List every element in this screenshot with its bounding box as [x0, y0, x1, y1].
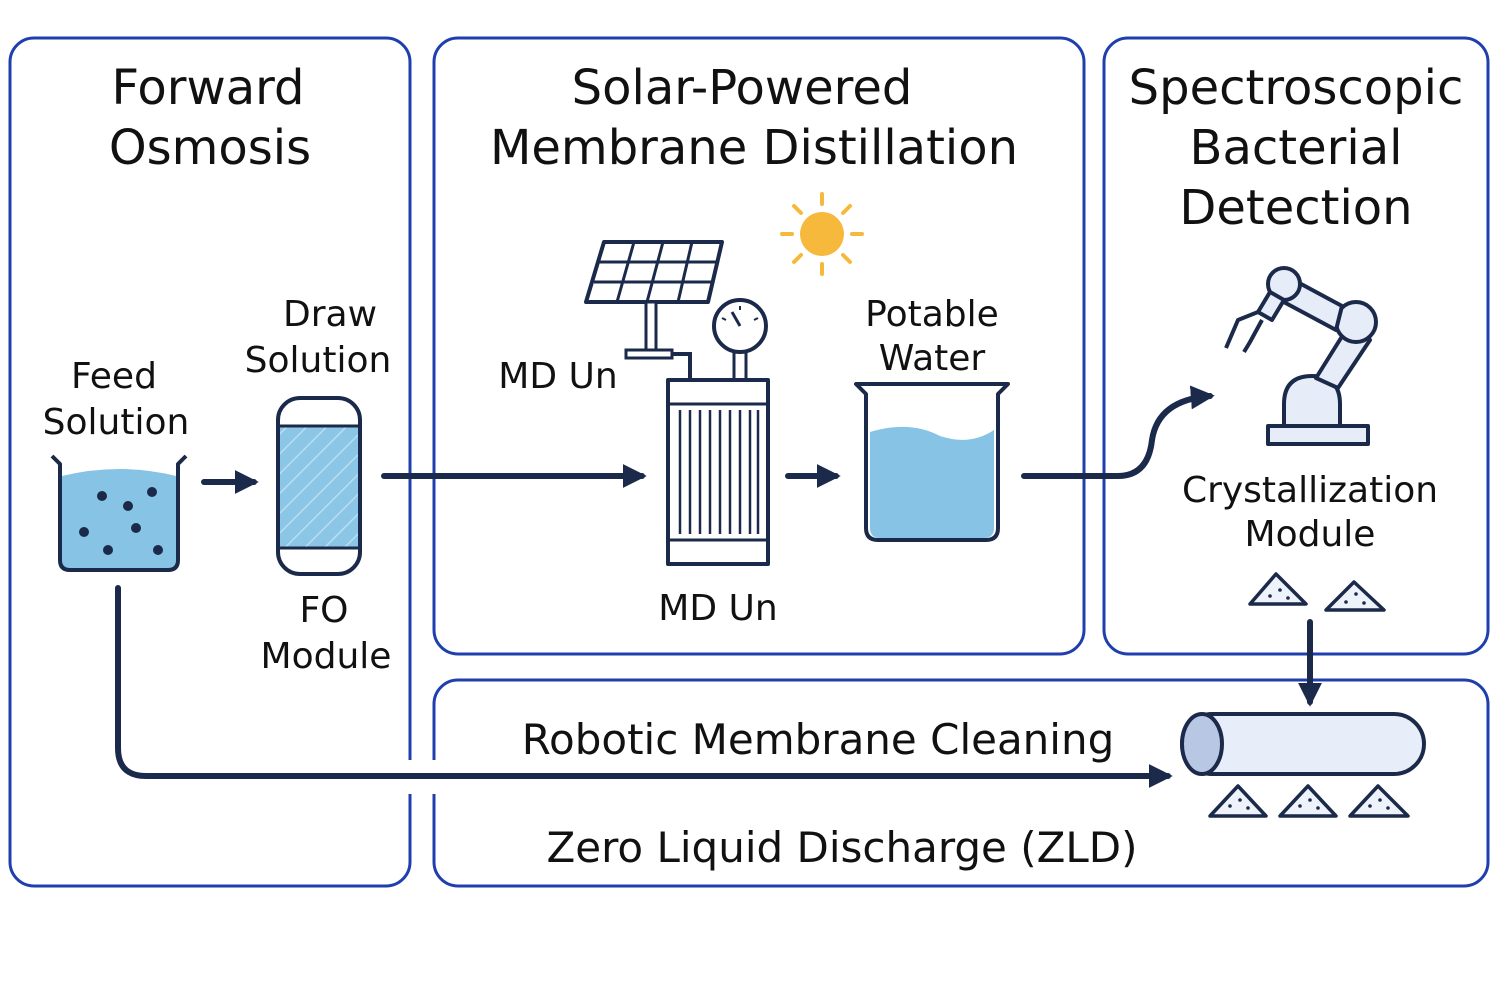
robotic-cleaning-label: Robotic Membrane Cleaning	[522, 715, 1115, 764]
feed-solution-label-line1: Feed	[71, 356, 157, 397]
forward-osmosis-title-line2: Osmosis	[109, 120, 311, 176]
draw-solution-label-line1: Draw	[283, 294, 377, 335]
solar-panel-icon	[584, 240, 724, 380]
potable-water-label-line2: Water	[879, 338, 986, 379]
pipe-cylinder-icon	[1180, 712, 1426, 776]
crystallization-label-line1: Crystallization	[1182, 470, 1438, 511]
draw-solution-label-line2: Solution	[245, 340, 392, 381]
fo-module-label-line2: Module	[261, 636, 392, 677]
md-unit-label-top: MD Un	[498, 356, 617, 397]
md-title-line2: Membrane Distillation	[490, 120, 1018, 176]
forward-osmosis-panel	[8, 36, 412, 888]
md-unit-label-bottom: MD Un	[658, 588, 777, 629]
robotic-arm-icon	[1224, 266, 1378, 446]
water-beaker-icon	[854, 382, 1010, 542]
detection-title-line2: Bacterial	[1190, 120, 1403, 176]
brine-pipe	[115, 585, 1173, 788]
pressure-gauge-icon	[712, 298, 768, 382]
crystallization-label-line2: Module	[1245, 514, 1376, 555]
fo-module-label-line1: FO	[299, 590, 348, 631]
salt-piles-dots	[1228, 798, 1390, 810]
fo-module-icon	[276, 396, 362, 576]
feed-solution-label-line2: Solution	[43, 402, 190, 443]
salt-crystal-icon	[1248, 572, 1386, 612]
md-title-line1: Solar-Powered	[572, 60, 913, 116]
membrane-distillation-panel	[432, 36, 1086, 656]
forward-osmosis-title-line1: Forward	[111, 60, 304, 116]
bacterial-detection-panel	[1102, 36, 1490, 656]
md-unit-icon	[666, 378, 770, 566]
detection-title-line3: Detection	[1179, 180, 1412, 236]
beaker-icon	[50, 454, 188, 572]
zld-label: Zero Liquid Discharge (ZLD)	[546, 823, 1137, 872]
salt-crystal-dots	[1268, 588, 1366, 605]
arrow-water-to-detection	[1021, 385, 1215, 479]
potable-water-label-line1: Potable	[865, 294, 999, 335]
sun-icon	[780, 192, 864, 276]
detection-title-line1: Spectroscopic	[1129, 60, 1464, 116]
